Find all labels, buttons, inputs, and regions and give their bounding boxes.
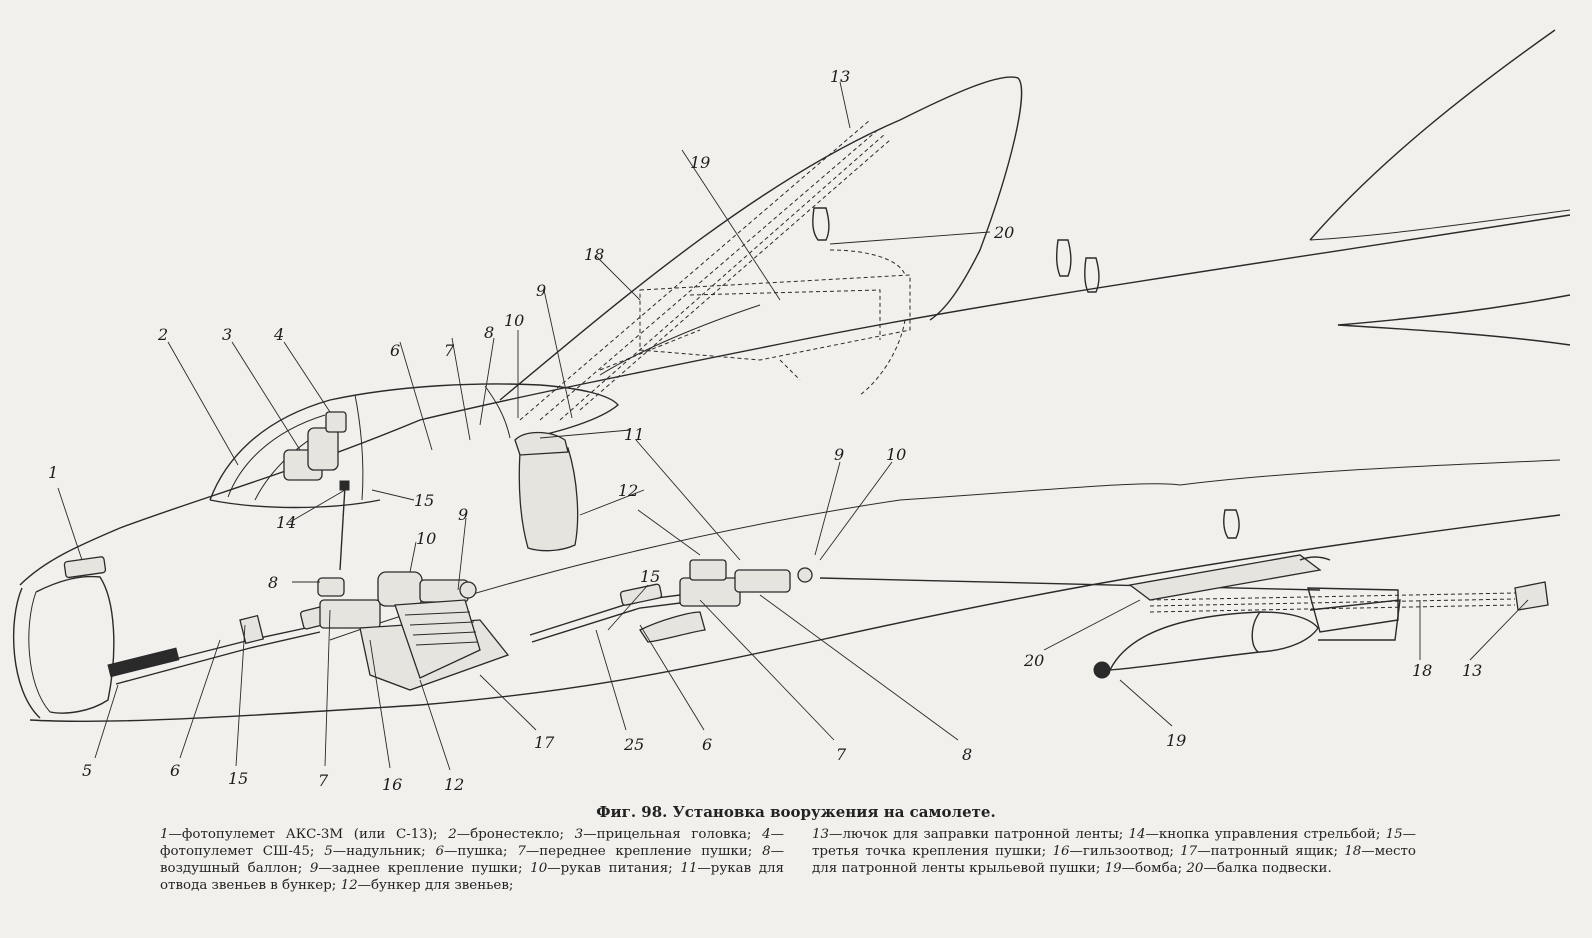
callout-10-top: 10 bbox=[504, 311, 524, 330]
callout-10-left: 10 bbox=[416, 529, 436, 548]
callout-7-left: 7 bbox=[318, 771, 329, 790]
callout-8-mid: 8 bbox=[962, 745, 972, 764]
legend-item: 14—кнопка управления стрельбой; bbox=[1128, 827, 1386, 842]
callout-9-top: 9 bbox=[536, 281, 546, 300]
legend-item: 5—надульник; bbox=[324, 844, 436, 859]
callout-18-wing: 18 bbox=[584, 245, 604, 264]
legend-item: 17—патронный ящик; bbox=[1180, 844, 1345, 859]
callout-15-left: 15 bbox=[228, 769, 248, 788]
callout-20-wing: 20 bbox=[993, 223, 1014, 242]
legend-item: 11—рукав для отвода звеньев в бункер; bbox=[160, 861, 784, 893]
legend-item: 19—бомба; bbox=[1104, 861, 1187, 876]
callout-5: 5 bbox=[82, 761, 92, 780]
callout-7-top: 7 bbox=[444, 341, 455, 360]
callout-17: 17 bbox=[534, 733, 555, 752]
legend-item: 3—прицельная головка; bbox=[574, 827, 763, 842]
legend-item: 7—переднее крепление пушки; bbox=[517, 844, 763, 859]
callout-6-mid: 6 bbox=[702, 735, 712, 754]
aircraft-armament-drawing: 1 2 3 4 6 7 8 10 9 18 19 13 20 11 12 15 … bbox=[12, 29, 1571, 794]
callout-2: 2 bbox=[157, 325, 168, 344]
link-bunker bbox=[514, 431, 579, 552]
legend-item: 1—фотопулемет АКС-3М (или С-13); bbox=[160, 827, 449, 842]
callout-13-belt: 13 bbox=[1462, 661, 1482, 680]
callout-9-left: 9 bbox=[458, 505, 468, 524]
legend-item: 9—заднее крепление пушки; bbox=[309, 861, 531, 876]
callout-numbers: 1 2 3 4 6 7 8 10 9 18 19 13 20 11 12 15 … bbox=[48, 67, 1482, 794]
legend-item: 10—рукав питания; bbox=[530, 861, 681, 876]
callout-15-top: 15 bbox=[414, 491, 434, 510]
callout-10-right: 10 bbox=[886, 445, 906, 464]
legend-item: 12—бункер для звеньев; bbox=[340, 878, 514, 893]
callout-8-left: 8 bbox=[268, 573, 278, 592]
callout-19-wing: 19 bbox=[690, 153, 710, 172]
legend-item: 8—воздушный баллон; bbox=[160, 844, 784, 876]
callout-7-mid: 7 bbox=[836, 745, 847, 764]
left-cannon bbox=[107, 559, 1321, 691]
callout-14: 14 bbox=[276, 513, 296, 532]
legend-left: 1—фотопулемет АКС-3М (или С-13); 2—броне… bbox=[160, 826, 784, 894]
callout-15-mid: 15 bbox=[640, 567, 660, 586]
callout-13-wing: 13 bbox=[830, 67, 850, 86]
legend-item: 16—гильзоотвод; bbox=[1052, 844, 1181, 859]
callout-20-bomb: 20 bbox=[1023, 651, 1044, 670]
callout-3: 3 bbox=[222, 325, 232, 344]
callout-18-belt: 18 bbox=[1412, 661, 1432, 680]
bomb-assembly bbox=[1093, 554, 1549, 679]
legend-right: 13—лючок для заправки патронной ленты; 1… bbox=[812, 826, 1416, 877]
callout-1: 1 bbox=[48, 463, 58, 482]
callout-6-left: 6 bbox=[170, 761, 180, 780]
callout-9-right: 9 bbox=[834, 445, 844, 464]
callout-19-bomb: 19 bbox=[1166, 731, 1186, 750]
legend-item: 13—лючок для заправки патронной ленты; bbox=[812, 827, 1129, 842]
callout-16: 16 bbox=[382, 775, 402, 794]
callout-8-top: 8 bbox=[484, 323, 494, 342]
callout-6-top: 6 bbox=[390, 341, 400, 360]
legend-item: 2—бронестекло; bbox=[448, 827, 575, 842]
callout-12-left: 12 bbox=[444, 775, 464, 794]
legend-item: 6—пушка; bbox=[435, 844, 518, 859]
legend-item: 20—балка подвески. bbox=[1186, 861, 1332, 876]
callout-4: 4 bbox=[273, 325, 284, 344]
canopy bbox=[209, 383, 619, 571]
callout-25: 25 bbox=[623, 735, 644, 754]
figure-caption: Фиг. 98. Установка вооружения на самолет… bbox=[596, 803, 996, 821]
legend-item: 4—фотопулемет СШ-45; bbox=[160, 827, 784, 859]
callout-12-top: 12 bbox=[618, 481, 638, 500]
callout-11: 11 bbox=[624, 425, 644, 444]
nose-camera bbox=[63, 556, 107, 579]
leader-lines bbox=[57, 81, 1529, 771]
wing bbox=[499, 76, 1240, 539]
legend-item: 18—место для патронной ленты крыльевой п… bbox=[812, 844, 1416, 876]
legend-item: 15—третья точка крепления пушки; bbox=[812, 827, 1416, 859]
